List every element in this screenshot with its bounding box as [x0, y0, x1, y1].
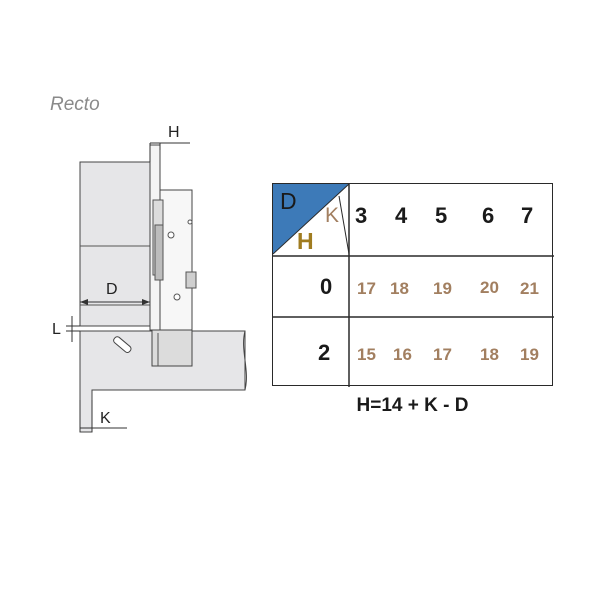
h-value-r1-c4: 20 [480, 278, 499, 297]
h-value-r1-c1: 17 [357, 279, 376, 298]
h-value-r1-c2: 18 [390, 279, 409, 298]
hinge-arm [159, 189, 193, 331]
d-value-row-2: 2 [318, 340, 331, 365]
hinge-screw-3 [187, 219, 193, 225]
cabinet-side-panel [79, 161, 151, 327]
k-value-5: 5 [435, 203, 448, 228]
adjustment-table: D K H 3 4 5 6 7 0 17 18 19 20 21 2 15 16… [272, 183, 554, 387]
corner-diagonal [273, 184, 350, 255]
h-dimension-label: H [168, 124, 180, 141]
corner-k-label: K [325, 204, 340, 227]
formula-text: H=14 + K - D [356, 395, 469, 416]
k-value-4: 4 [395, 203, 408, 228]
d-arrow-right [142, 299, 150, 305]
dowel-pin [113, 336, 132, 353]
view-title: Recto [50, 94, 100, 115]
table-grid [273, 184, 554, 387]
hinge-inner-2 [154, 224, 164, 281]
door-break-line [243, 330, 247, 391]
k-dimension-label: K [100, 410, 111, 427]
hinge-screw-1 [167, 231, 175, 239]
d-value-row-1: 0 [320, 274, 333, 299]
hinge-adjuster [185, 271, 197, 289]
corner-h-label: H [297, 228, 314, 254]
corner-d-label: D [280, 188, 297, 214]
h-value-r2-c3: 17 [433, 345, 452, 364]
d-dimension-label: D [106, 281, 118, 298]
k-value-7: 7 [521, 203, 534, 228]
h-value-r1-c5: 21 [520, 279, 539, 298]
l-dimension-label: L [52, 321, 61, 338]
h-value-r1-c3: 19 [433, 279, 452, 298]
hinge-screw-2 [173, 293, 181, 301]
k-value-3: 3 [355, 203, 368, 228]
h-value-r2-c5: 19 [520, 345, 539, 364]
h-value-r2-c1: 15 [357, 345, 376, 364]
corner-outline [338, 195, 350, 255]
hinge-cup [151, 329, 193, 367]
k-value-6: 6 [482, 203, 495, 228]
h-value-r2-c4: 18 [480, 345, 499, 364]
d-arrow-left [80, 299, 88, 305]
h-value-r2-c2: 16 [393, 345, 412, 364]
